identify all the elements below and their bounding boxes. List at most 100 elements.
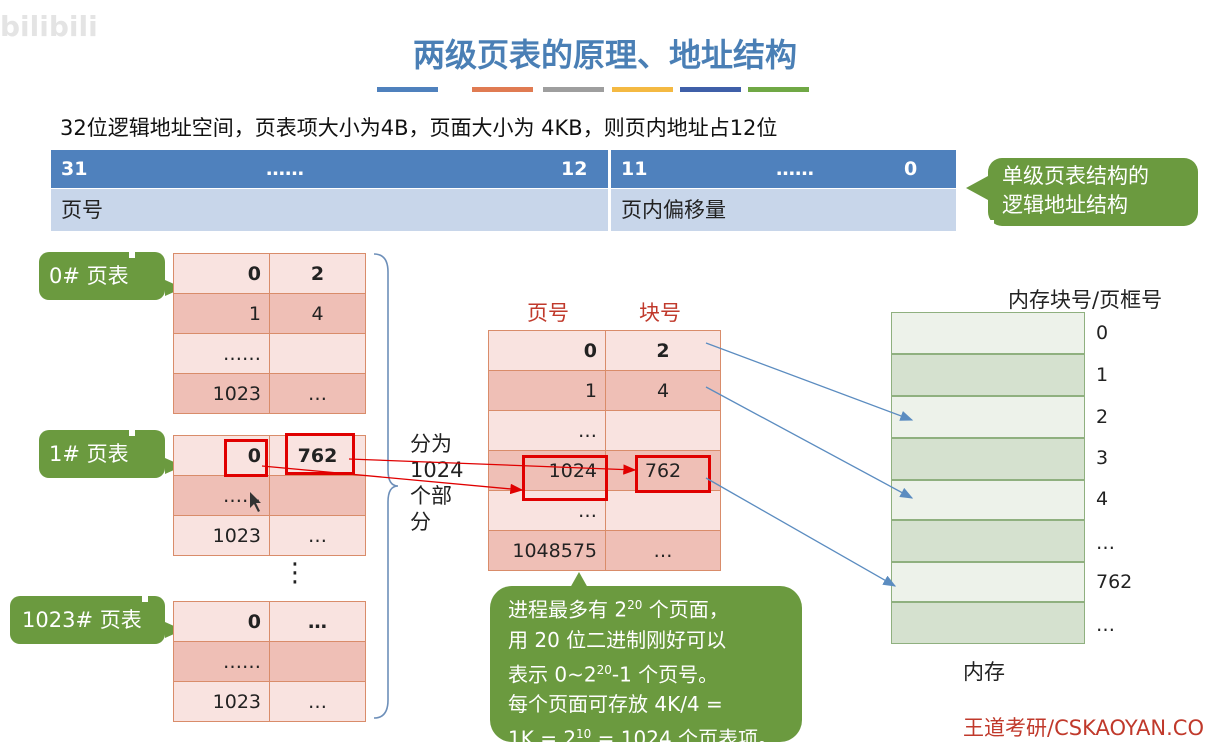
- memory-frame: [891, 438, 1085, 480]
- bit-11: 11: [621, 158, 648, 180]
- stripe-orange: [472, 87, 533, 92]
- note-line: 每个页面可存放 4K/4 =: [508, 692, 723, 717]
- callout-single-level: 单级页表结构的 逻辑地址结构: [966, 158, 1198, 226]
- cell: …: [269, 515, 366, 556]
- memory-frame: [891, 602, 1085, 644]
- note-line: 表示 0~220-1 个页号。: [508, 662, 719, 687]
- stripe-gray: [543, 87, 604, 92]
- brace: [373, 253, 399, 719]
- cell: 1: [488, 370, 606, 411]
- note-line: 1K = 210 = 1024 个页表项。: [508, 726, 779, 751]
- cell: [269, 641, 366, 682]
- frame-label: 2: [1096, 406, 1109, 428]
- split-line: 个部: [410, 484, 452, 508]
- stripe-navy: [680, 87, 741, 92]
- highlight-pt1-block: [285, 433, 355, 475]
- cell: 1023: [173, 681, 270, 722]
- arrow-red-page: [261, 465, 524, 495]
- memory-header: 内存块号/页框号: [1008, 288, 1163, 312]
- cell: …: [269, 373, 366, 414]
- cell: …: [269, 681, 366, 722]
- cell: …: [488, 490, 606, 531]
- cell: …: [488, 410, 606, 451]
- frame-label: 3: [1096, 447, 1109, 469]
- cell: ……: [173, 333, 270, 374]
- page-table-1023: 0… …… 1023…: [173, 601, 366, 722]
- frame-label: …: [1096, 614, 1115, 636]
- cell: 0: [173, 253, 270, 294]
- memory-frame: [891, 312, 1085, 354]
- stripe-green: [748, 87, 809, 92]
- table-row: 1023…: [173, 373, 366, 414]
- table-row: …: [488, 410, 721, 451]
- frame-label: 4: [1096, 488, 1109, 510]
- highlight-pt1-page: [224, 439, 268, 477]
- label-pt1-text: 1# 页表: [49, 442, 129, 466]
- cell: 1023: [173, 373, 270, 414]
- cell: 0: [173, 601, 270, 642]
- vertical-ellipsis: ⋮: [282, 558, 308, 588]
- header-block-number: 块号: [639, 301, 681, 325]
- split-text: 分为 1024 个部 分: [410, 431, 463, 535]
- footer-brand: 王道考研/CSKAOYAN.CO: [963, 716, 1204, 740]
- stripe-blue: [377, 87, 438, 92]
- cell: [269, 475, 366, 516]
- arrow-block762: [705, 477, 897, 587]
- cell: ……: [173, 641, 270, 682]
- cell: [605, 490, 721, 531]
- memory-frame: [891, 396, 1085, 438]
- note-line: 进程最多有 220 个页面，: [508, 597, 729, 622]
- arrow-red-block: [348, 458, 637, 475]
- cell: 1023: [173, 515, 270, 556]
- cell: …: [269, 601, 366, 642]
- bit-31: 31: [61, 158, 88, 180]
- bit-dots-high: ……: [266, 158, 304, 180]
- arrow-block4: [705, 386, 914, 499]
- note-line: 用 20 位二进制刚好可以: [508, 627, 727, 652]
- cell: …: [605, 530, 721, 571]
- header-page-number: 页号: [527, 301, 569, 325]
- frame-label: …: [1096, 532, 1115, 554]
- bit-0: 0: [904, 158, 918, 180]
- addr-head-page: 31 …… 12: [51, 150, 608, 188]
- memory-frame: [891, 354, 1085, 396]
- page-title: 两级页表的原理、地址结构: [412, 36, 797, 74]
- memory-frame: [891, 520, 1085, 562]
- bit-12: 12: [561, 158, 588, 180]
- cell: 4: [605, 370, 721, 411]
- offset-label: 页内偏移量: [621, 198, 726, 222]
- arrow-block2: [705, 342, 914, 421]
- cell: 4: [269, 293, 366, 334]
- table-row: 0…: [173, 601, 366, 642]
- frame-label: 1: [1096, 364, 1109, 386]
- cell: 1: [173, 293, 270, 334]
- cell: 2: [605, 330, 721, 371]
- highlight-1024: [522, 455, 608, 501]
- addr-page-number: 页号: [51, 189, 608, 231]
- highlight-762: [635, 455, 711, 493]
- table-row: 1023…: [173, 515, 366, 556]
- frame-label: 0: [1096, 322, 1109, 344]
- page-number-label: 页号: [61, 198, 103, 222]
- note-callout: 进程最多有 220 个页面， 用 20 位二进制刚好可以 表示 0~220-1 …: [490, 572, 802, 751]
- cell: 2: [269, 253, 366, 294]
- memory-footer: 内存: [963, 660, 1005, 684]
- table-row: ……: [173, 641, 366, 682]
- addr-offset: 页内偏移量: [611, 189, 956, 231]
- cell: 1048575: [488, 530, 606, 571]
- label-pt1023-text: 1023# 页表: [22, 608, 142, 632]
- watermark: bilibili: [0, 10, 98, 43]
- memory-frame: [891, 480, 1085, 520]
- split-line: 分为: [410, 432, 452, 456]
- table-row: ……: [173, 333, 366, 374]
- table-row: 1048575…: [488, 530, 721, 571]
- split-line: 分: [410, 510, 431, 534]
- table-row: …: [488, 490, 721, 531]
